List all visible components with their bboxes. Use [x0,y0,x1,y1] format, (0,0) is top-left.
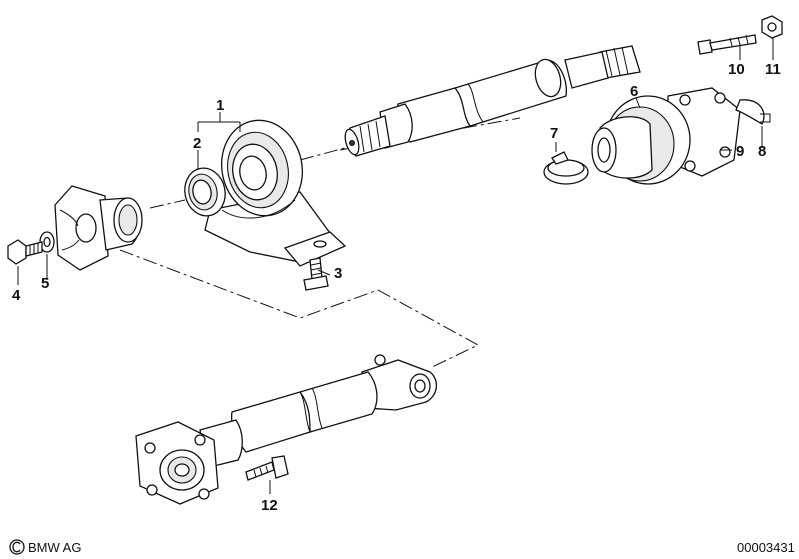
lower-propeller-shaft[interactable] [135,354,437,505]
bracket-bolt[interactable] [303,257,329,291]
washer[interactable] [39,231,55,253]
brand-label: BMW AG [28,540,81,555]
callout-1: 1 [216,97,224,114]
callout-labels: 1 2 3 4 5 6 7 8 9 10 11 12 [12,61,781,514]
upper-propeller-shaft[interactable] [343,45,641,157]
hex-bolt[interactable] [7,239,43,265]
joint-bolt[interactable] [245,455,289,481]
flex-disc-assembly[interactable] [591,87,741,185]
footer: BMW AG 00003431 [9,539,795,555]
lock-nut[interactable] [761,15,783,39]
callout-11: 11 [765,61,781,78]
callout-7: 7 [550,125,558,142]
callout-12: 12 [261,497,278,514]
leader-lines [17,38,774,494]
callout-6: 6 [630,83,638,100]
callout-2: 2 [193,135,201,152]
hose-clamp[interactable] [543,151,589,185]
center-bearing-assembly[interactable] [180,113,347,267]
callout-9: 9 [736,143,744,160]
callout-8: 8 [758,143,766,160]
callout-3: 3 [334,265,342,282]
callout-5: 5 [41,275,49,292]
drawing-number: 00003431 [737,540,795,555]
copyright-icon [9,539,25,555]
callout-4: 4 [12,287,21,304]
long-bolt[interactable] [697,34,757,55]
flange-yoke[interactable] [54,185,143,271]
callout-10: 10 [728,61,745,78]
clamp-ring-right[interactable] [735,99,771,125]
